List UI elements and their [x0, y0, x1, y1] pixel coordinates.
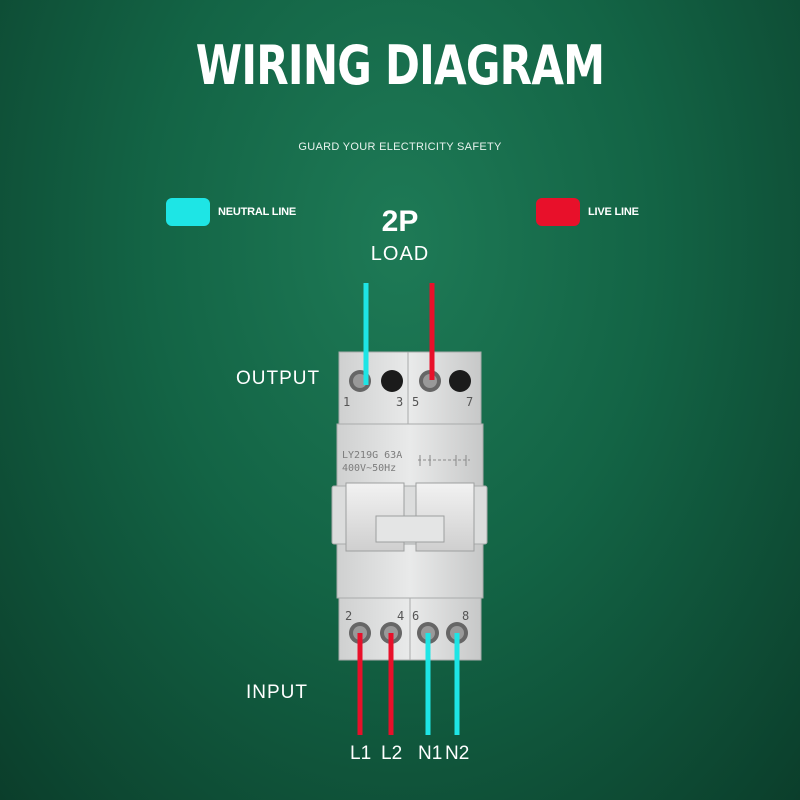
terminal-number: 1	[343, 395, 351, 409]
legend-live: LIVE LINE	[536, 198, 639, 226]
terminal-number: 8	[462, 609, 470, 623]
terminal-number: 2	[345, 609, 353, 623]
legend-neutral-label: NEUTRAL LINE	[218, 206, 297, 218]
page-subtitle: GUARD YOUR ELECTRICITY SAFETY	[298, 141, 502, 153]
wire-label-l1: L1	[350, 743, 372, 764]
page-title: WIRING DIAGRAM	[195, 34, 605, 97]
device-voltage: 400V~50Hz	[342, 463, 397, 474]
terminal-number: 6	[412, 609, 420, 623]
output-label: OUTPUT	[236, 368, 321, 389]
wire-label-l2: L2	[381, 743, 403, 764]
terminal-number: 5	[412, 395, 420, 409]
rating-text: 63A	[384, 450, 403, 461]
poles-label: 2P	[381, 205, 419, 238]
neutral-swatch	[166, 198, 210, 226]
input-label: INPUT	[246, 682, 308, 703]
changeover-switch-symbol-icon	[418, 455, 470, 466]
legend-live-label: LIVE LINE	[588, 206, 639, 218]
wire-label-n1: N1	[418, 743, 443, 764]
terminal-hole	[381, 370, 403, 392]
terminal-number: 3	[396, 395, 404, 409]
wire-label-n2: N2	[445, 743, 470, 764]
live-swatch	[536, 198, 580, 226]
device-model: LY219G 63A	[342, 450, 402, 461]
terminal-hole	[449, 370, 471, 392]
legend-neutral: NEUTRAL LINE	[166, 198, 296, 226]
load-label: LOAD	[370, 243, 430, 265]
lever-bridge	[375, 515, 445, 543]
model-text: LY219G	[342, 450, 379, 461]
terminal-number: 4	[397, 609, 405, 623]
terminal-number: 7	[466, 395, 474, 409]
